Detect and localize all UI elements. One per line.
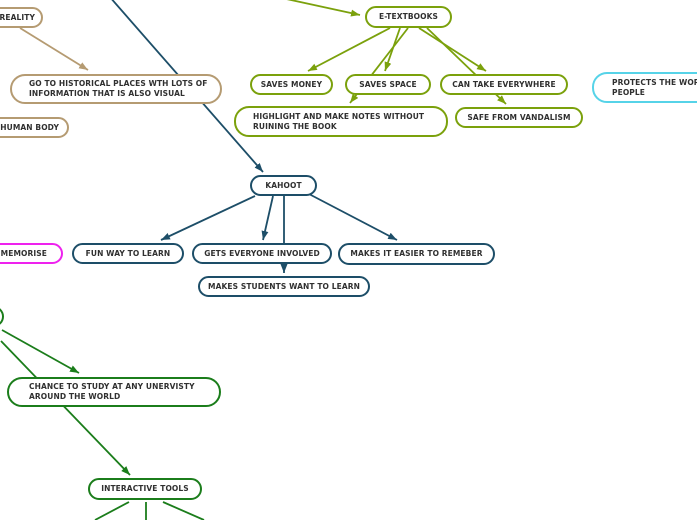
node-go-historical-label: GO TO HISTORICAL PLACES WTH LOTS OF INFO… [29,79,208,98]
node-e-textbooks-label: E-TEXTBOOKS [378,12,439,21]
edge-kahoot-easierremember [308,193,398,241]
edge-etextbooks-cantake [418,27,487,72]
edge-green-chancestudy [1,329,80,374]
node-saves-space[interactable]: SAVES SPACE [345,74,431,95]
edge-reality-gohistorical [19,27,89,71]
node-kahoot[interactable]: KAHOOT [250,175,317,196]
node-students-want[interactable]: MAKES STUDENTS WANT TO LEARN [198,276,370,297]
node-chance-study[interactable]: CHANCE TO STUDY AT ANY UNERVISTY AROUND … [7,377,221,407]
node-reality-label: REALITY [0,12,35,22]
node-saves-money-label: SAVES MONEY [260,79,323,89]
edge-kahoot-getseveryone [261,195,274,241]
node-interactive-tools[interactable]: INTERACTIVE TOOLS [88,478,202,500]
node-highlight-notes-label: HIGHLIGHT AND MAKE NOTES WITHOUT RUINING… [253,111,425,131]
edge-interactive-child-3 [162,501,205,520]
node-safe-vandalism-label: SAFE FROM VANDALISM [467,112,571,122]
node-safe-vandalism[interactable]: SAFE FROM VANDALISM [455,107,583,128]
node-interactive-tools-label: INTERACTIVE TOOLS [101,484,189,493]
node-can-take-everywhere-label: CAN TAKE EVERYWHERE [452,79,556,89]
node-memorise-label: S MEMORISE [0,248,47,258]
node-gets-everyone[interactable]: GETS EVERYONE INVOLVED [192,243,332,264]
edge-kahoot-funway [160,195,256,241]
node-chance-study-label: CHANCE TO STUDY AT ANY UNERVISTY AROUND … [29,382,195,401]
node-human-body[interactable]: HUMAN BODY [0,117,69,138]
node-highlight-notes[interactable]: HIGHLIGHT AND MAKE NOTES WITHOUT RUINING… [234,106,448,137]
node-go-historical[interactable]: GO TO HISTORICAL PLACES WTH LOTS OF INFO… [10,74,222,104]
node-fun-way-label: FUN WAY TO LEARN [85,248,171,258]
node-protects-work-label: PROTECTS THE WORK PEOPLE [612,77,697,97]
node-students-want-label: MAKES STUDENTS WANT TO LEARN [208,281,360,291]
node-human-body-label: HUMAN BODY [0,122,59,132]
node-reality[interactable]: REALITY [0,7,43,28]
edge-green-interactivetools [0,340,131,476]
node-kahoot-label: KAHOOT [265,180,302,190]
node-gets-everyone-label: GETS EVERYONE INVOLVED [204,248,320,258]
node-protects-work[interactable]: PROTECTS THE WORK PEOPLE [592,72,697,103]
node-memorise[interactable]: S MEMORISE [0,243,63,264]
node-can-take-everywhere[interactable]: CAN TAKE EVERYWHERE [440,74,568,95]
node-e-textbooks[interactable]: E-TEXTBOOKS [365,6,452,28]
edge-etextbooks-savesmoney [307,27,391,72]
node-easier-remember-label: MAKES IT EASIER TO REMEBER [350,249,483,258]
edge-interactive-child-1 [94,501,130,520]
edge-top-to-etextbooks [286,0,361,17]
node-easier-remember[interactable]: MAKES IT EASIER TO REMEBER [338,243,495,265]
node-fun-way[interactable]: FUN WAY TO LEARN [72,243,184,264]
node-saves-money[interactable]: SAVES MONEY [250,74,333,95]
node-saves-space-label: SAVES SPACE [359,79,417,89]
